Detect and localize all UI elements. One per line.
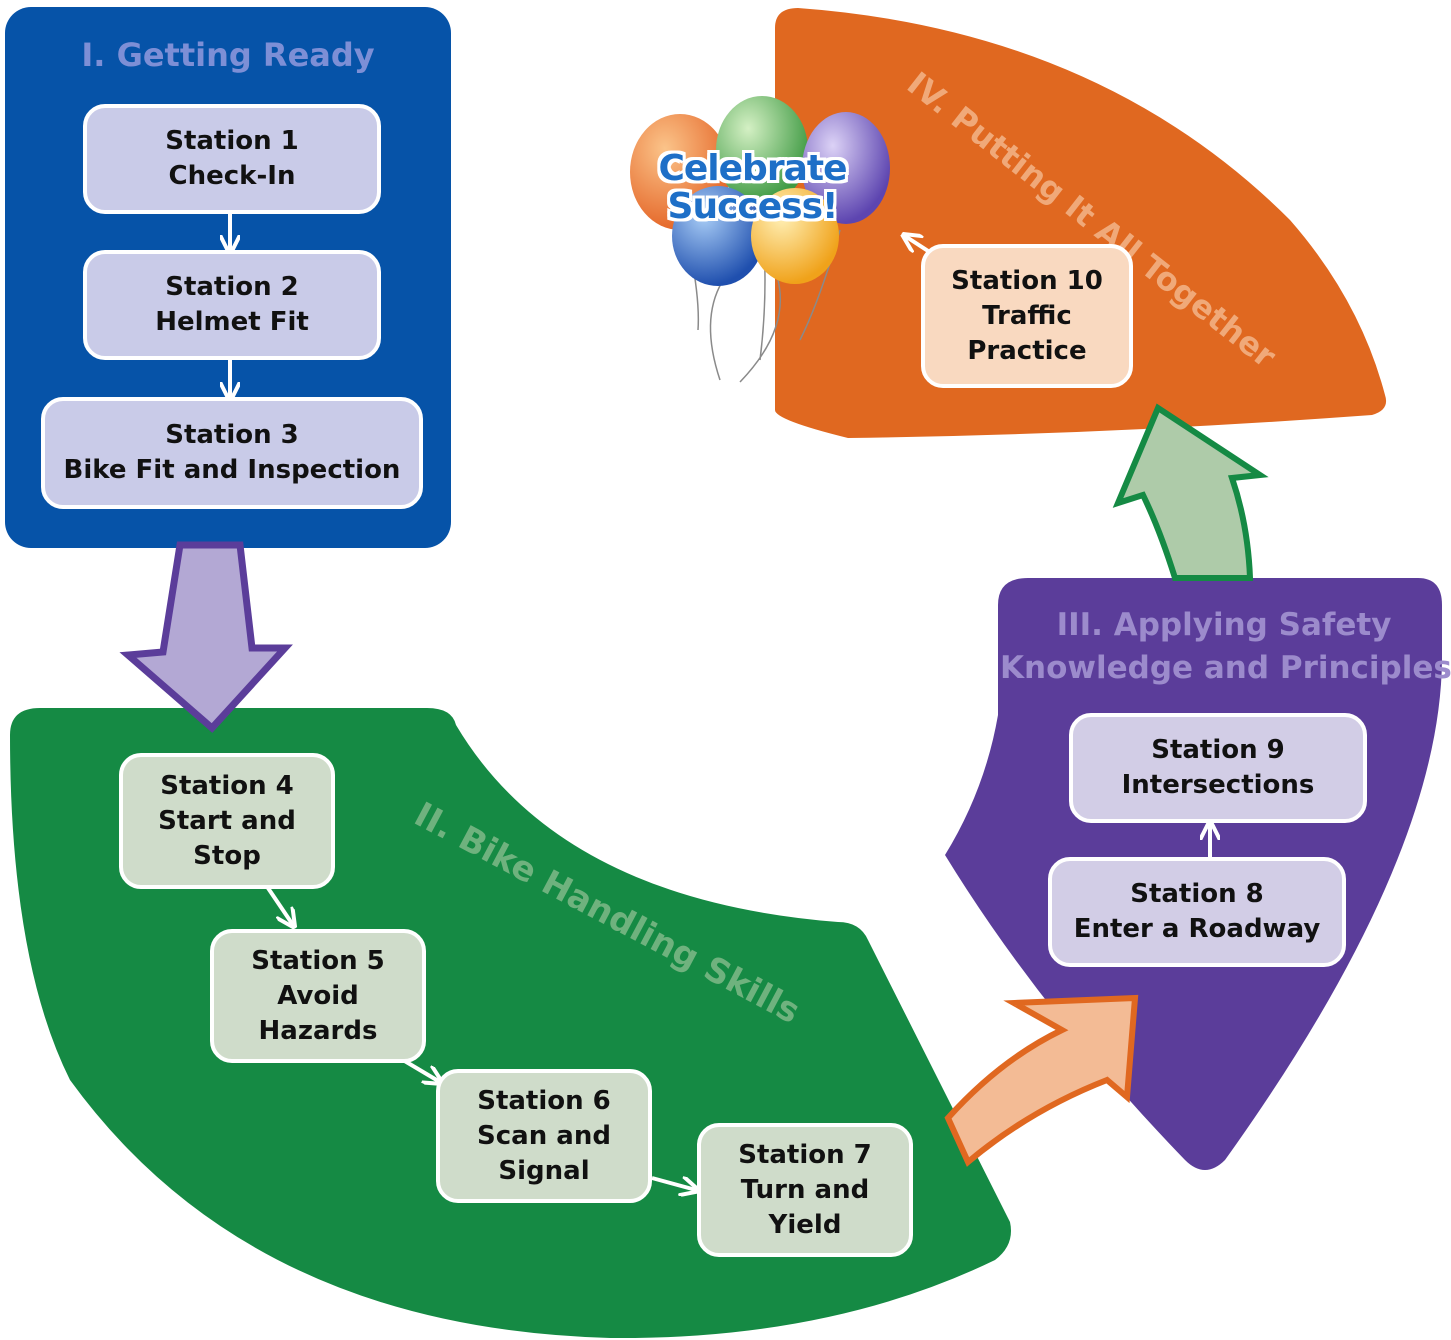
station-1-box[interactable]: Station 1 Check-In xyxy=(83,104,381,214)
station-6-label-line2: Signal xyxy=(498,1155,590,1186)
arrow-safety-to-together xyxy=(1112,403,1269,581)
arrow-s4-s5 xyxy=(266,886,293,925)
station-7-label-line2: Yield xyxy=(768,1209,842,1240)
station-5-number: Station 5 xyxy=(251,945,385,976)
station-2-box[interactable]: Station 2 Helmet Fit xyxy=(83,250,381,360)
station-3-box[interactable]: Station 3 Bike Fit and Inspection xyxy=(41,397,423,509)
station-8-label: Enter a Roadway xyxy=(1073,914,1321,944)
celebrate-line2: Success! xyxy=(667,186,839,227)
arrow-handling-to-safety xyxy=(944,994,1139,1167)
station-4-box[interactable]: Station 4 Start and Stop xyxy=(119,753,335,889)
applying-safety-title-line1: III. Applying Safety xyxy=(1056,607,1392,643)
arrow-ready-to-handling xyxy=(119,541,293,733)
applying-safety-title: III. Applying Safety Knowledge and Princ… xyxy=(1000,604,1451,690)
station-4-number: Station 4 xyxy=(160,770,294,801)
arrow-s5-s6 xyxy=(401,1058,440,1082)
applying-safety-title-line2: Knowledge and Principles xyxy=(1000,650,1451,686)
station-8-number: Station 8 xyxy=(1130,879,1264,909)
station-6-label-line1: Scan and xyxy=(477,1120,611,1151)
getting-ready-title: I. Getting Ready xyxy=(81,36,375,74)
station-9-number: Station 9 xyxy=(1151,735,1285,765)
station-5-label-line1: Avoid xyxy=(277,980,359,1011)
station-10-number: Station 10 xyxy=(951,265,1103,296)
station-10-label-line2: Practice xyxy=(967,335,1087,366)
station-7-box[interactable]: Station 7 Turn and Yield xyxy=(697,1123,913,1257)
station-5-label-line2: Hazards xyxy=(258,1015,378,1046)
station-4-label-line2: Stop xyxy=(193,840,261,871)
station-5-box[interactable]: Station 5 Avoid Hazards xyxy=(210,929,426,1063)
station-6-box[interactable]: Station 6 Scan and Signal xyxy=(436,1069,652,1203)
station-2-label: Helmet Fit xyxy=(155,307,309,337)
station-10-box[interactable]: Station 10 Traffic Practice xyxy=(921,244,1133,388)
celebrate-success-text: Celebrate Success! xyxy=(650,150,855,226)
station-9-label: Intersections xyxy=(1121,770,1315,800)
station-6-number: Station 6 xyxy=(477,1085,611,1116)
station-1-number: Station 1 xyxy=(165,126,299,156)
station-3-number: Station 3 xyxy=(165,420,299,450)
celebrate-line1: Celebrate xyxy=(658,148,847,189)
station-7-label-line1: Turn and xyxy=(740,1174,870,1205)
arrow-s6-s7 xyxy=(651,1176,696,1190)
station-9-box[interactable]: Station 9 Intersections xyxy=(1069,713,1367,823)
balloons-icon xyxy=(630,96,890,383)
station-10-label-line1: Traffic xyxy=(982,300,1072,331)
station-2-number: Station 2 xyxy=(165,272,299,302)
station-7-number: Station 7 xyxy=(738,1139,872,1170)
station-1-label: Check-In xyxy=(168,161,296,191)
station-3-label: Bike Fit and Inspection xyxy=(63,455,401,485)
station-8-box[interactable]: Station 8 Enter a Roadway xyxy=(1048,857,1346,967)
station-4-label-line1: Start and xyxy=(158,805,296,836)
